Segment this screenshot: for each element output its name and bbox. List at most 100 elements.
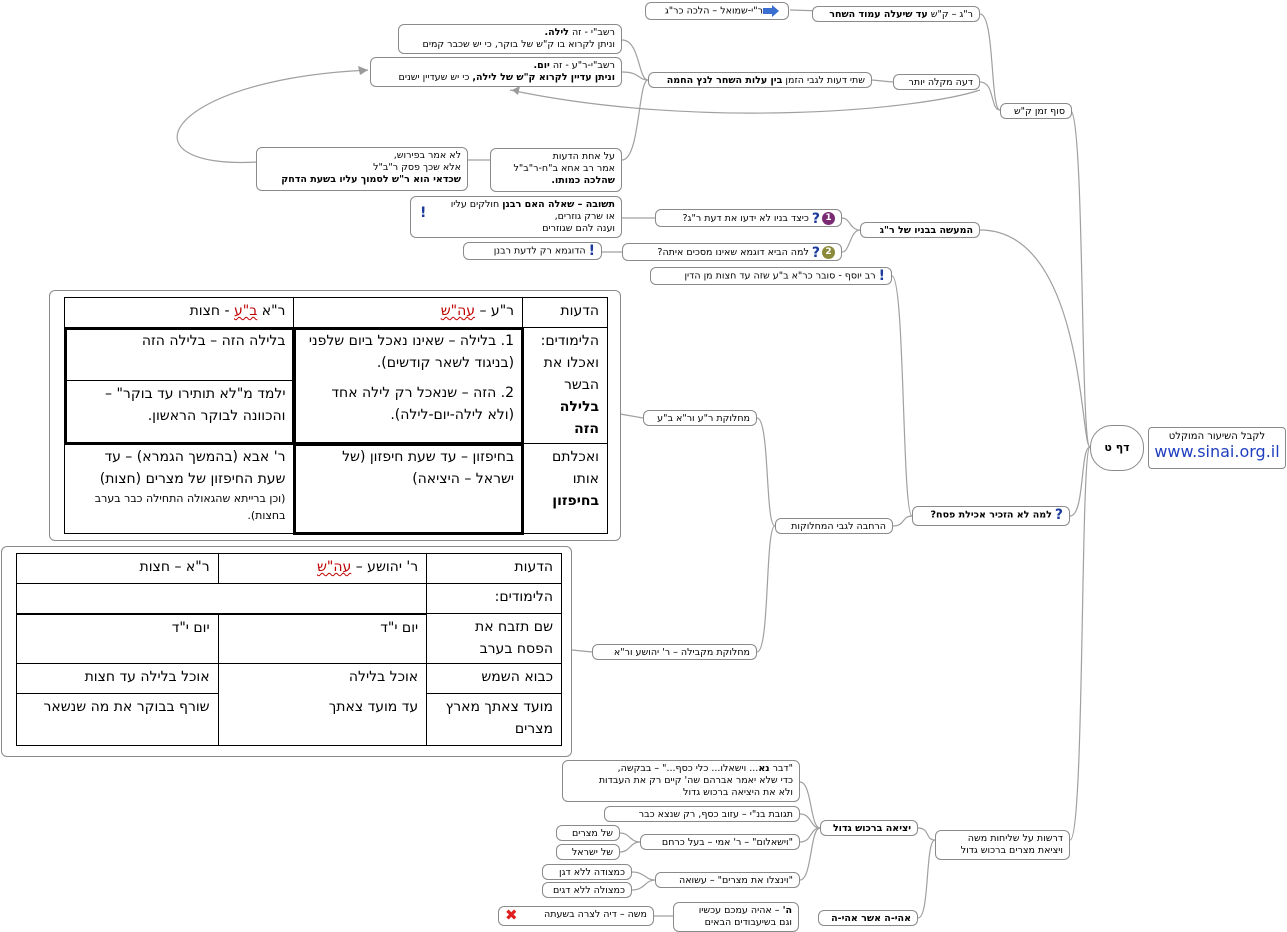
promo-text: לקבל השיעור המוקלט: [1168, 431, 1266, 442]
node-drashot[interactable]: דרשות על שליחות משה ויציאת מצרים ברכוש ג…: [935, 830, 1070, 860]
node-label: כמצודה ללא דגן: [559, 867, 625, 878]
node-label: שתי דעות לגבי הזמן: [785, 75, 865, 86]
node-label: דעה מקלה יותר: [908, 77, 974, 88]
cell-text: עה"ש: [440, 303, 476, 319]
node-shel-yisrael[interactable]: של ישראל: [556, 844, 620, 860]
node-label: על אחת הדעות: [552, 151, 615, 162]
node-label-bold: שכדאי הוא ר"ש לסמוך עליו בשעת הדחק: [281, 174, 461, 185]
table2-r2-c3: אוכל בלילה עד חצות: [16, 663, 219, 694]
node-moshe[interactable]: ✖משה – דיה לצרה בשעתה: [498, 906, 654, 926]
node-q1[interactable]: 1?כיצד בניו לא ידעו את דעת ר"ג?: [655, 209, 842, 227]
table2-r3-label: מועד צאתך מארץ מצרים: [426, 693, 562, 746]
promo-url-link[interactable]: www.sinai.org.il: [1154, 442, 1280, 461]
cell-text: ואכלתם אותו: [551, 449, 599, 487]
cell-text: - חצות: [189, 303, 235, 319]
node-rashbi2[interactable]: רשב"י-ר"ע - זה יום. וניתן עדיין לקרוא ק"…: [370, 57, 622, 87]
node-rag-kash[interactable]: ר"ג – ק"ש עד שיעלה עמוד השחר: [812, 6, 980, 22]
node-shel-mitzrayim[interactable]: של מצרים: [556, 825, 620, 841]
node-achat[interactable]: על אחת הדעות אמר רב אחא ב"ח-ר"ב"ל שהלכה …: [490, 148, 622, 192]
table2-r3-c3: שורף בבוקר את מה שנשאר: [16, 693, 219, 746]
node-label: ר"ג – ק"ש: [930, 9, 973, 20]
cell-text: אוכל בלילה: [348, 669, 419, 685]
node-ehye[interactable]: אהי-ה אשר אהי-ה: [818, 910, 918, 926]
cell-text: הלימודים: ואכלו את הבשר: [540, 333, 599, 393]
table1-row2-label: ואכלתם אותו בחיפזון: [522, 443, 608, 534]
node-lo-amar[interactable]: לא אמר בפירוש, אלא שכך פסק ר"ב"ל שכדאי ה…: [256, 147, 468, 191]
table1-row1-rabea: בלילה הזה – בלילה הזה ילמד מ"לא תותירו ע…: [63, 326, 295, 445]
table2-r1-c3: יום י"ד: [16, 613, 219, 664]
node-label-bold: וניתן עדיין לקרוא ק"ש של לילה,: [472, 72, 615, 83]
question-icon: ?: [1054, 507, 1063, 523]
node-q2[interactable]: 2?למה הביא דוגמא שאינו מסכים איתה?: [622, 243, 842, 261]
root-label: דף ט: [1104, 441, 1130, 454]
table2-header-ra: ר"א – חצות: [16, 553, 219, 584]
node-label: וניתן לקרוא בו ק"ש של בוקר, כי יש שכבר ק…: [422, 39, 615, 50]
node-label-bold: ה': [782, 905, 792, 916]
table2-r1-c2: יום י"ד: [217, 613, 428, 664]
cell-text: ר"א: [257, 303, 286, 319]
cell-text: (וכן ברייתא שהגאולה התחילה כבר בערב בחצו…: [94, 492, 286, 522]
node-label: וענה להם שגוזרים: [542, 223, 615, 234]
node-label-bold: יום.: [533, 60, 550, 71]
node-label-bold: המעשה בבניו של ר"ג: [879, 225, 973, 236]
node-machloket-ra[interactable]: מחלוקת ר"ע ור"א ב"ע: [643, 410, 757, 426]
node-label: ולא את היציאה ברכוש גדול: [683, 787, 793, 798]
cell-text: ר"ע –: [475, 303, 515, 319]
node-rishmuel[interactable]: ר"י-שמואל – הלכה כר"ג: [645, 2, 789, 20]
exclamation-icon: !: [588, 243, 595, 259]
arrow-right-icon: [763, 5, 779, 17]
table1-header-ra: ר"ע – עה"ש: [293, 297, 524, 328]
node-rav-yosef[interactable]: !רב יוסף - סובר כר"א ב"ע שזה עד חצות מן …: [650, 267, 892, 285]
cell-text-bold: בחיפזון: [552, 493, 599, 509]
node-label: או שרק גוזרים,: [554, 211, 615, 222]
node-label-bold: נא: [758, 763, 770, 774]
exclamation-icon: !: [878, 268, 885, 284]
node-maase[interactable]: המעשה בבניו של ר"ג: [860, 222, 980, 238]
node-harchava[interactable]: הרחבה לגבי המחלוקות: [775, 518, 893, 534]
node-rashbi1[interactable]: רשב"י - זה לילה. וניתן לקרוא בו ק"ש של ב…: [398, 24, 622, 54]
node-label: רב יוסף - סובר כר"א ב"ע שזה עד חצות מן ה…: [684, 270, 876, 282]
node-dugma[interactable]: !הדוגמא רק לדעת רבנן: [463, 242, 602, 260]
table2-limudim: הלימודים:: [426, 583, 562, 614]
node-label: לא אמר בפירוש,: [393, 150, 461, 161]
cell-text: 1. בלילה – שאינו נאכל ביום שלפני (בניגוד…: [308, 333, 515, 371]
node-metzuda[interactable]: כמצודה ללא דגן: [542, 864, 632, 880]
node-vayenatzlu[interactable]: "וינצלו את מצרים" – עשואה: [655, 872, 800, 888]
number-1-icon: 1: [822, 212, 835, 225]
node-two-opinions[interactable]: שתי דעות לגבי הזמן בין עלות השחר לנץ החמ…: [648, 72, 872, 88]
node-lama-lo[interactable]: ?למה לא הזכיר אכילת פסח?: [912, 506, 1070, 526]
node-sof-zman[interactable]: סוף זמן ק"ש: [1000, 103, 1072, 119]
table2-limudim-empty: [15, 583, 428, 615]
cell-text: בלילה הזה – בלילה הזה: [65, 328, 294, 381]
table1-row1-ra: 1. בלילה – שאינו נאכל ביום שלפני (בניגוד…: [292, 326, 524, 445]
promo-box[interactable]: לקבל השיעור המוקלט www.sinai.org.il: [1148, 427, 1286, 469]
node-machloket-makbila[interactable]: מחלוקת מקבילה – ר' יהושע ור"א: [592, 644, 757, 660]
node-label-bold: בין עלות השחר לנץ החמה: [666, 75, 783, 86]
node-label: ... וישאלו... כלי כסף..." – בבקשה,: [617, 763, 759, 774]
node-hashem[interactable]: ה' – אהיה עמכם עכשיו וגם בשיעבודים הבאים: [673, 902, 799, 932]
node-label-bold: אהי-ה אשר אהי-ה: [831, 913, 911, 924]
node-dabber[interactable]: "דבר נא... וישאלו... כלי כסף..." – בבקשה…: [562, 760, 800, 802]
node-label: למה הביא דוגמא שאינו מסכים איתה?: [657, 247, 809, 258]
cell-text: עד מועד צאתך: [328, 699, 419, 715]
node-label: "וישאלום" – ר' אמי – בעל כרחם: [661, 837, 793, 848]
node-taguvat[interactable]: תגובת בנ"י – עזוב כסף, רק שנצא כבר: [604, 806, 800, 822]
node-deah-mekila[interactable]: דעה מקלה יותר: [893, 74, 980, 90]
question-icon: ?: [811, 244, 820, 261]
node-label: כי יש שעדיין ישנים: [398, 72, 470, 83]
x-mark-icon: ✖: [505, 906, 518, 924]
node-label: מחלוקת מקבילה – ר' יהושע ור"א: [613, 647, 750, 658]
node-label: הדוגמא רק לדעת רבנן: [493, 245, 586, 257]
node-answer1[interactable]: !תשובה – שאלה האם רבנן חולקים עליו או שר…: [410, 196, 622, 238]
node-label: כיצד בניו לא ידעו את דעת ר"ג?: [682, 213, 809, 224]
root-node[interactable]: דף ט: [1090, 425, 1144, 471]
node-vayashilum[interactable]: "וישאלום" – ר' אמי – בעל כרחם: [640, 834, 800, 850]
cell-text: ילמד מ"לא תותירו עד בוקר" – והכוונה לבוק…: [105, 386, 286, 424]
node-metzula[interactable]: כמצולה ללא דגים: [542, 882, 632, 898]
node-label-bold: שהלכה כמותו.: [551, 175, 615, 186]
cell-text: בחיפזון – עד שעת חיפזון (של ישראל – היצי…: [342, 449, 515, 487]
node-yetzia[interactable]: יציאה ברכוש גדול: [820, 820, 918, 836]
cell-text: עה"ש: [317, 559, 352, 575]
node-label-bold: יציאה ברכוש גדול: [832, 823, 911, 834]
node-label: דרשות על שליחות משה: [967, 833, 1063, 844]
